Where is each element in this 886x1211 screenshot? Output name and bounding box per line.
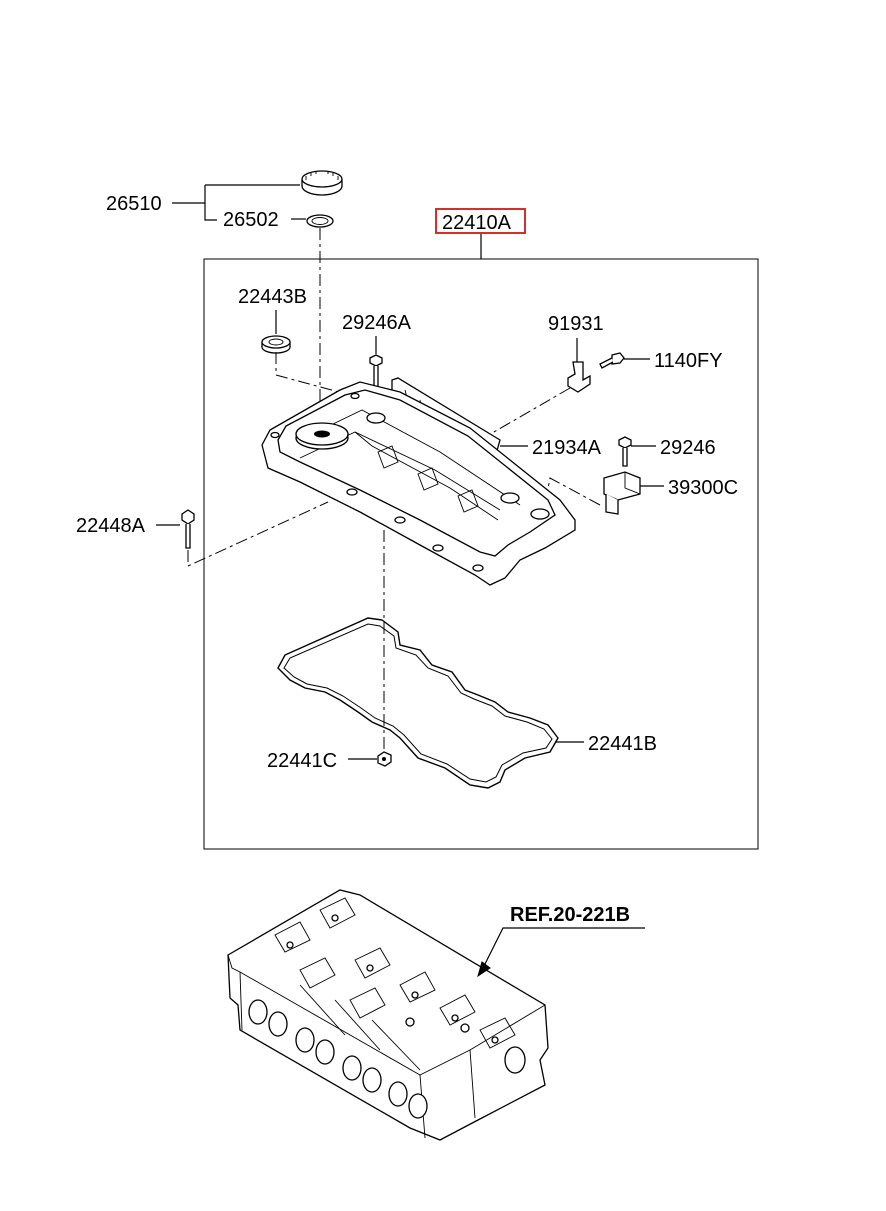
- label-29246a[interactable]: 29246A: [342, 312, 412, 334]
- nut-22441c[interactable]: [377, 751, 392, 767]
- bracket-91931[interactable]: [567, 361, 591, 393]
- cover-gasket[interactable]: [277, 617, 559, 789]
- label-21934a: 21934A: [532, 437, 602, 459]
- dash-22443b: [275, 352, 351, 396]
- label-22448a: 22448A: [76, 515, 146, 537]
- leader-ref: [481, 927, 645, 971]
- bolt-1140fy[interactable]: [599, 352, 625, 369]
- oil-filler-cap[interactable]: [301, 170, 343, 196]
- highlight-box[interactable]: [435, 208, 526, 234]
- label-22441c: 22441C: [267, 750, 337, 772]
- label-22410a[interactable]: 22410A: [442, 212, 512, 234]
- label-22443b[interactable]: 22443B: [238, 286, 307, 308]
- label-1140fy: 1140FY: [654, 350, 723, 372]
- label-26502[interactable]: 26502: [223, 209, 279, 231]
- stud-bolt[interactable]: [181, 509, 195, 549]
- leader-26510: [172, 184, 300, 221]
- rocker-cover[interactable]: [261, 381, 576, 586]
- label-ref: REF.20-221B: [510, 904, 630, 926]
- cam-sensor[interactable]: [603, 471, 641, 515]
- bolt-29246[interactable]: [618, 436, 632, 467]
- label-29246: 29246: [660, 437, 716, 459]
- cylinder-head[interactable]: [227, 889, 549, 1141]
- dash-22448a: [187, 501, 329, 567]
- cap-gasket[interactable]: [306, 214, 334, 228]
- label-26510[interactable]: 26510: [106, 193, 162, 215]
- label-22441b: 22441B: [588, 733, 657, 755]
- leader-ref-arrow: [477, 961, 491, 978]
- label-91931: 91931: [548, 313, 604, 335]
- label-39300c: 39300C: [668, 477, 738, 499]
- oil-seal[interactable]: [261, 335, 291, 354]
- dash-91931: [479, 387, 571, 441]
